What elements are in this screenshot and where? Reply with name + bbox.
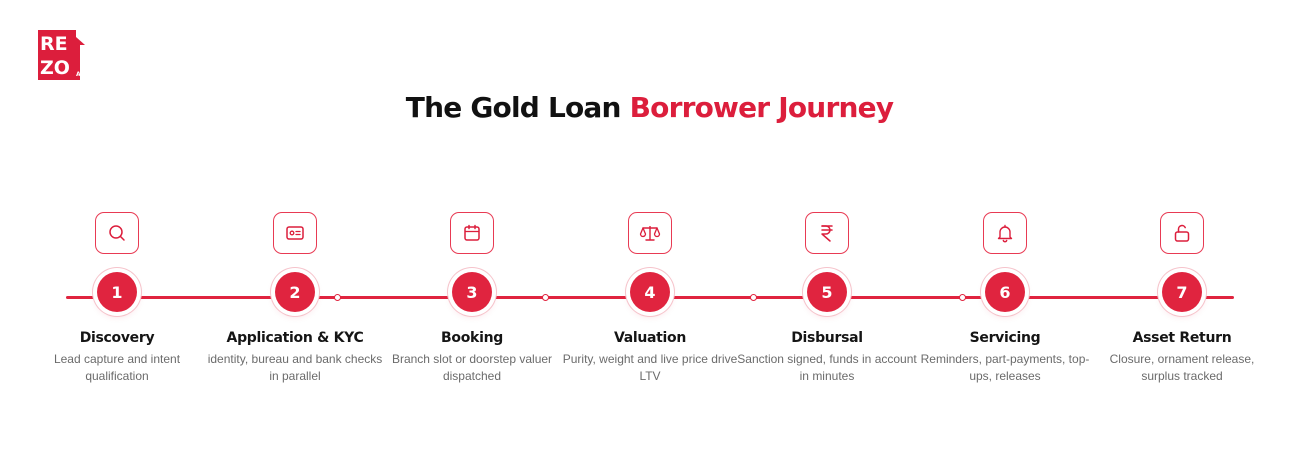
step-number: 3 [452,272,492,312]
rezo-logo: RE ZO AI [38,30,88,82]
search-icon [109,225,125,241]
title-part-highlight: Borrower Journey [629,91,894,124]
step-description: Reminders, part-payments, top-ups, relea… [920,352,1090,383]
step-icon-box [628,212,672,254]
step-asset-return: 7 Asset Return Closure, ornament release… [1087,0,1277,451]
step-description: Closure, ornament release, surplus track… [1109,352,1255,383]
step-description: Lead capture and intent qualification [53,352,181,383]
step-icon-box [95,212,139,254]
timeline-dot [542,294,549,301]
logo-mark: RE ZO AI [38,30,85,80]
scale-icon [639,226,661,241]
step-icon-box [805,212,849,254]
step-number: 1 [97,272,137,312]
timeline-dot [750,294,757,301]
bell-icon [997,224,1013,243]
title-part-main: The Gold Loan [405,91,630,124]
step-valuation: 4 Valuation Purity, weight and live pric… [555,0,745,451]
step-icon-box [1160,212,1204,254]
step-number: 7 [1162,272,1202,312]
step-name: Application & KYC [226,330,364,346]
step-icon-box [983,212,1027,254]
step-booking: 3 Booking Branch slot or doorstep valuer… [377,0,567,451]
step-name: Disbursal [791,330,863,346]
step-description: Branch slot or doorstep valuer dispatche… [391,352,553,383]
svg-text:AI: AI [76,71,83,78]
step-number: 5 [807,272,847,312]
step-description: identity, bureau and bank checks in para… [207,352,383,383]
step-name: Servicing [969,330,1041,346]
step-name: Valuation [613,330,687,346]
svg-text:RE: RE [40,33,68,55]
step-number: 4 [630,272,670,312]
svg-text:ZO: ZO [40,57,70,79]
step-discovery: 1 Discovery Lead capture and intent qual… [22,0,212,451]
unlock-icon [1174,224,1190,242]
step-application-kyc: 2 Application & KYC identity, bureau and… [200,0,390,451]
step-name: Booking [441,330,503,346]
step-name: Asset Return [1132,330,1232,346]
step-number: 2 [275,272,315,312]
timeline-dot [334,294,341,301]
step-description: Purity, weight and live price drive LTV [562,352,738,383]
step-description: Sanction signed, funds in account in min… [737,352,917,383]
step-icon-box [450,212,494,254]
id-card-icon [286,226,304,240]
rupee-icon [821,225,833,242]
page-title: The Gold Loan Borrower Journey [0,89,1299,127]
step-icon-box [273,212,317,254]
step-number: 6 [985,272,1025,312]
calendar-icon [464,224,480,241]
timeline-dot [959,294,966,301]
step-servicing: 6 Servicing Reminders, part-payments, to… [910,0,1100,451]
step-disbursal: 5 Disbursal Sanction signed, funds in ac… [732,0,922,451]
step-name: Discovery [79,330,155,346]
